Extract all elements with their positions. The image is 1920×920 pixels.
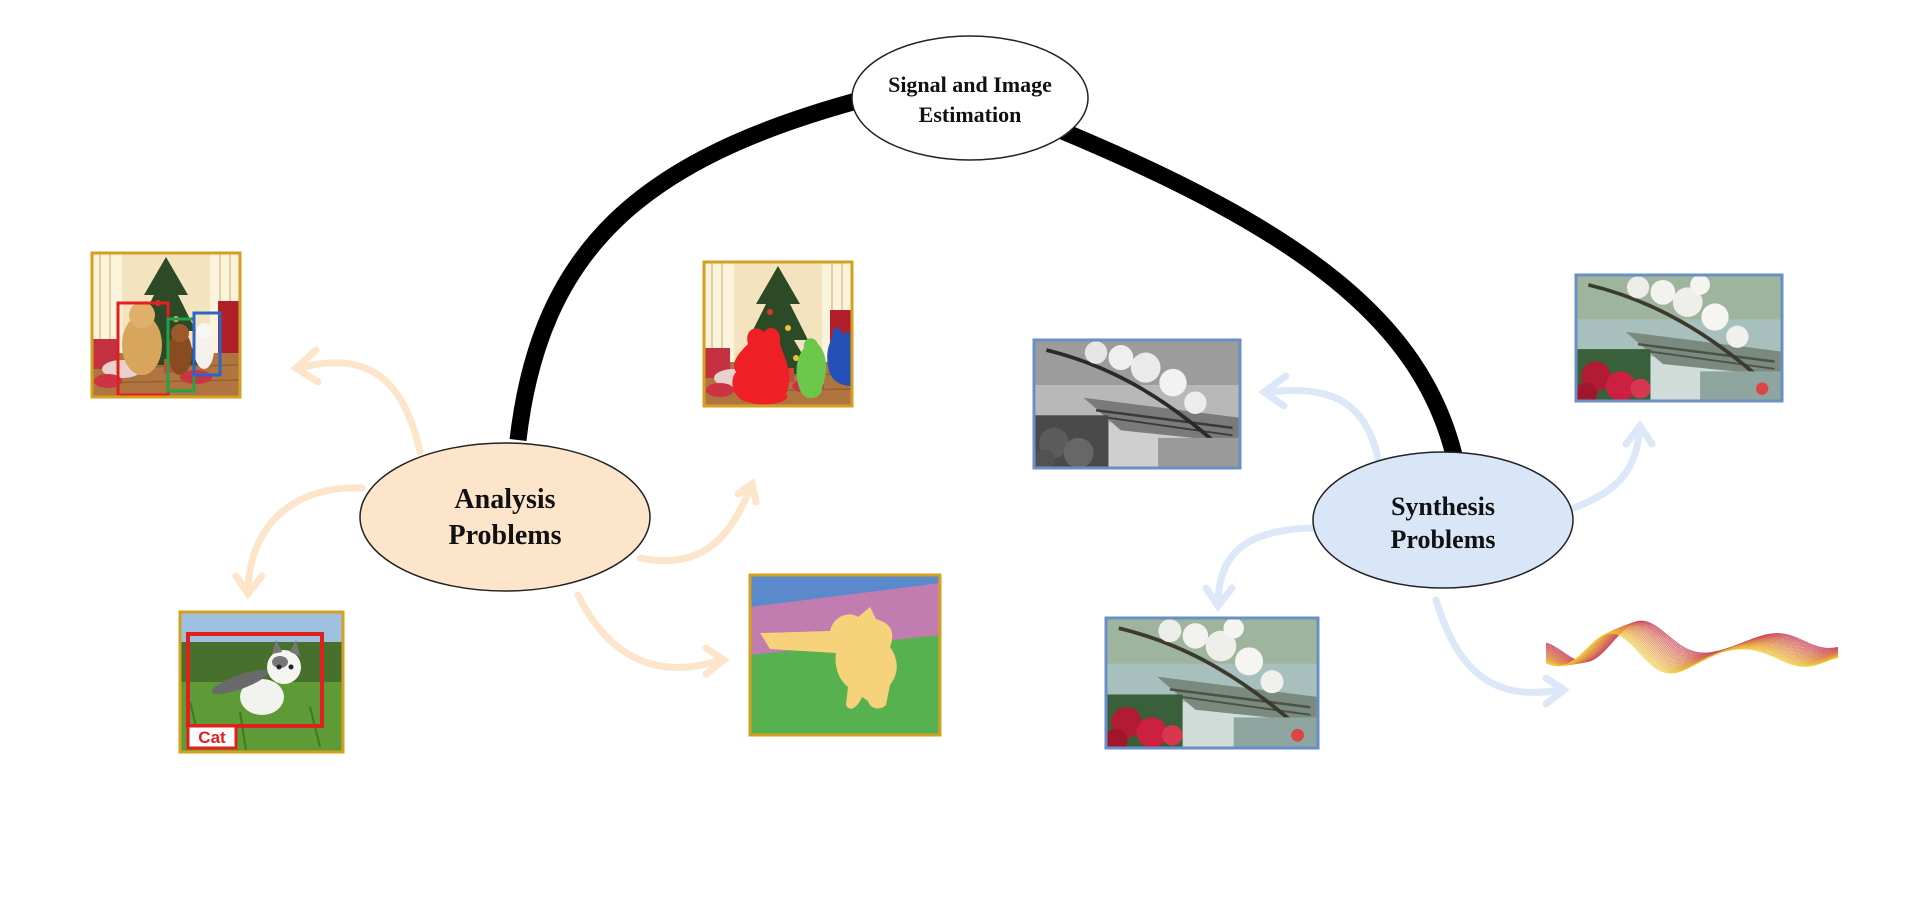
arrowhead-color [1202,584,1236,612]
waveform-strand [1545,625,1839,665]
arrow-to-detection [294,359,424,456]
waveform-strand [1545,626,1839,665]
color-image [1104,616,1320,750]
node-title-line1: Signal and Image [888,72,1052,97]
colorized-image [1574,273,1784,403]
grayscale-image [1032,338,1242,470]
arrowhead-waveform [1542,674,1570,708]
cat-label-tag [186,724,238,750]
analysis-label-line2: Problems [448,520,561,551]
node-signal-image-estimation: Signal and Image Estimation [851,35,1089,161]
waveform-strand [1545,622,1839,664]
synthesis-label-line2: Problems [1391,525,1496,554]
mask-dog-small [796,338,827,399]
waveform-strand [1545,624,1839,664]
mask-cat [827,327,852,386]
instance-segmentation-image [702,260,854,408]
arrowhead-detection [290,346,322,386]
synthesis-label-line1: Synthesis [1391,492,1495,521]
semantic-cat-region [760,607,897,709]
analysis-arrows [232,346,760,678]
waveform-strand [1545,623,1839,664]
arrow-to-colorized [1570,426,1644,512]
arrow-to-color [1214,524,1316,604]
arrowhead-semantic [702,644,730,678]
arrowhead-colorized [1622,420,1656,448]
waveform-strand [1545,621,1839,663]
waveform-strand [1545,626,1839,665]
detection-image [90,251,242,399]
signal-waveform-icon [1545,620,1839,674]
waveform-strand [1545,623,1839,664]
synthesis-arrows [1202,372,1656,708]
dog-shape [122,315,162,375]
waveform-strand [1545,624,1839,665]
node-analysis-problems: Analysis Problems [359,442,651,592]
arrowhead-classification [232,572,266,600]
waveform-strand [1545,621,1839,663]
arrow-to-semantic [574,591,724,671]
waveform-strand [1545,622,1839,664]
arrowhead-instance [734,478,760,506]
semantic-segmentation-image [748,573,942,737]
mask-dog [732,328,790,405]
arrow-to-instance [636,484,754,565]
detection-box-cat [192,311,222,377]
cat-label-text: Cat [198,728,226,747]
analysis-label-line1: Analysis [454,484,555,515]
arrow-to-grayscale [1264,386,1384,474]
classification-image: Cat [178,610,345,754]
arrow-to-classification [244,484,366,594]
arrow-to-waveform [1432,596,1564,696]
waveform-strand [1545,627,1839,666]
arrowhead-grayscale [1257,372,1290,410]
waveform-strand [1545,632,1839,674]
cat-bounding-box [186,632,324,728]
waveform-strand [1545,623,1839,664]
node-synthesis-problems: Synthesis Problems [1312,451,1574,589]
node-title-line2: Estimation [919,102,1022,127]
waveform-strand [1545,625,1839,665]
